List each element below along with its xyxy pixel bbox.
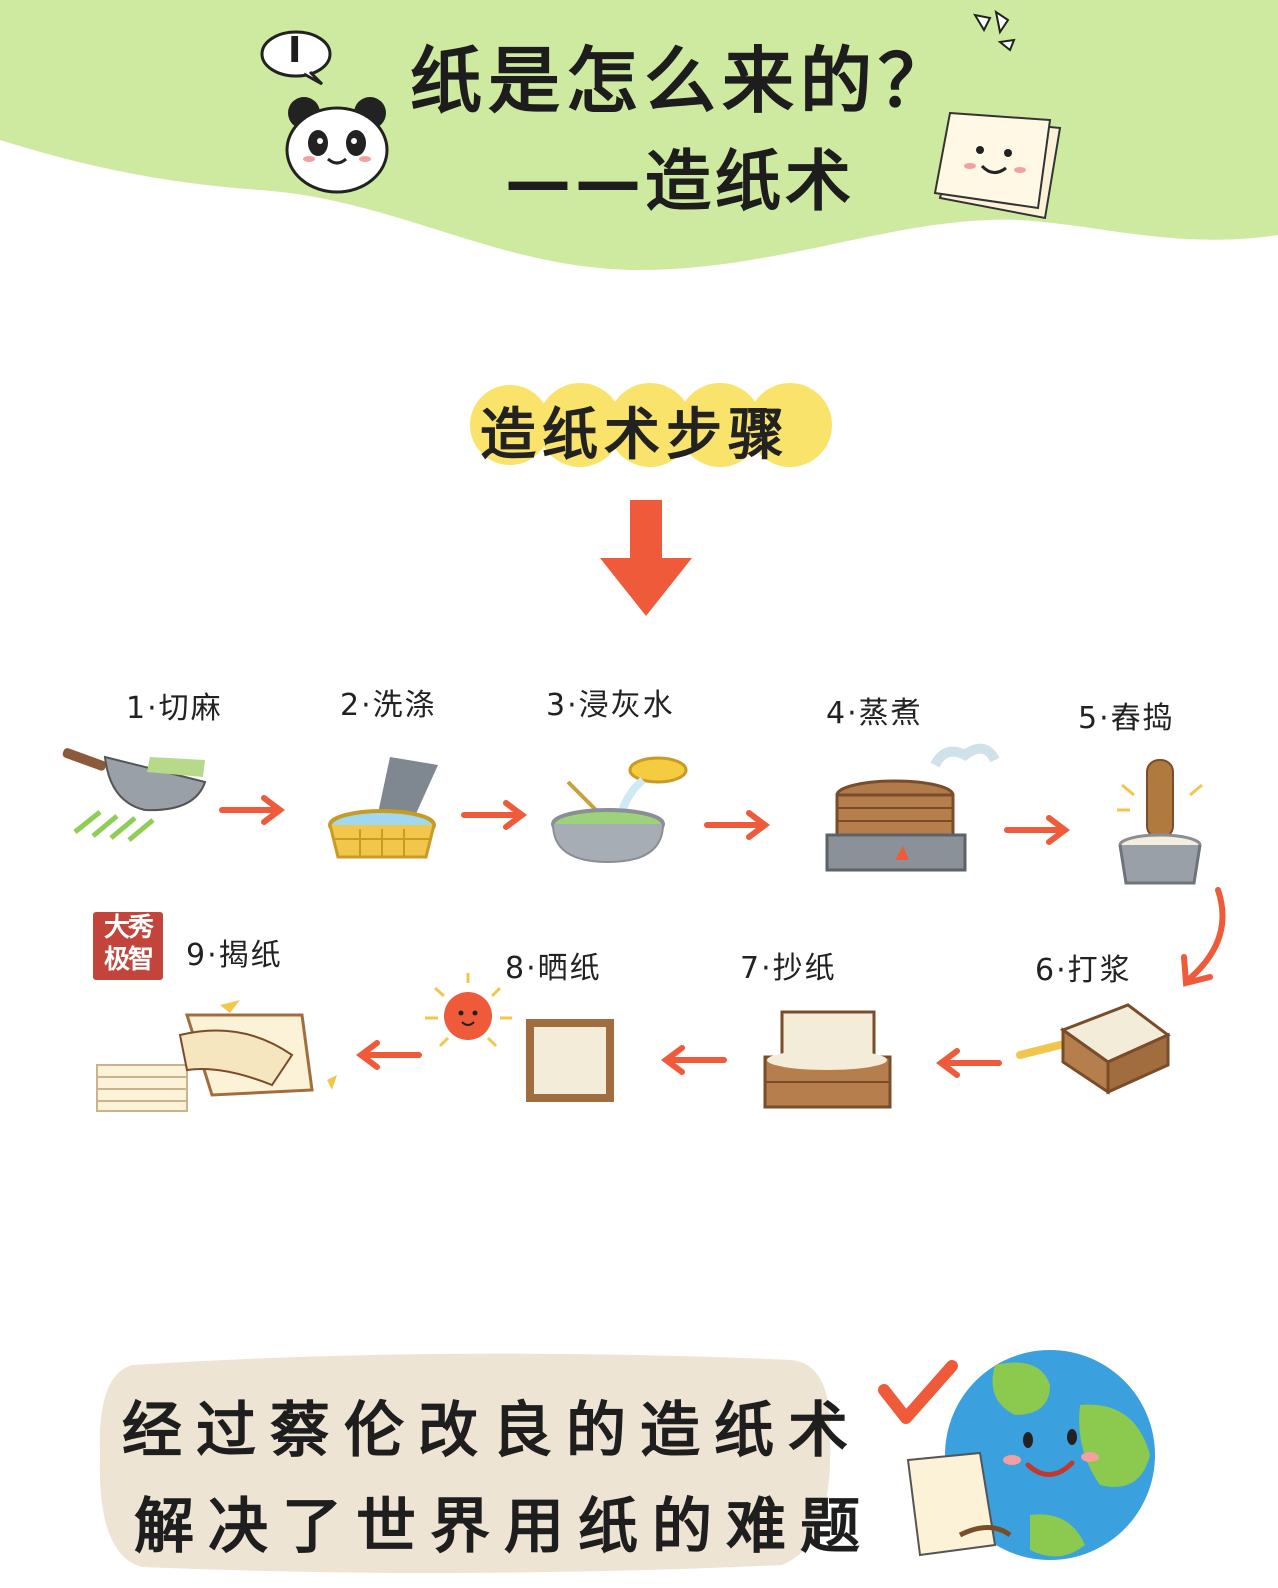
steamer-stove-icon <box>825 743 1000 872</box>
arrow-right-icon <box>1004 815 1070 845</box>
step-2-label: 2·洗涤 <box>340 688 437 723</box>
arrow-right-icon <box>704 810 770 840</box>
seal-line-2: 极智 <box>103 945 154 975</box>
step-4-label: 4·蒸煮 <box>826 696 923 731</box>
step-3-label: 3·浸灰水 <box>546 688 675 723</box>
speech-bubble-icon <box>260 30 332 86</box>
bottom-line-1: 经过蔡伦改良的造纸术 <box>122 1396 862 1466</box>
bottom-note-box <box>99 1353 831 1574</box>
step-5-label: 5·舂捣 <box>1078 701 1175 736</box>
bottom-line-2: 解决了世界用纸的难题 <box>134 1492 874 1562</box>
smiling-paper-icon <box>933 111 1062 220</box>
knife-cutting-hemp-icon <box>62 748 207 842</box>
arrow-left-icon <box>661 1045 727 1075</box>
paper-mould-icon <box>763 1010 892 1109</box>
washing-tub-icon <box>328 757 438 859</box>
step-6-label: 6·打浆 <box>1035 953 1132 988</box>
steps-heading: 造纸术步骤 <box>480 403 790 468</box>
step-1-label: 1·切麻 <box>126 691 223 726</box>
arrow-left-icon <box>356 1040 422 1070</box>
step-8-label: 8·晒纸 <box>505 951 602 986</box>
step-9-label: 9·揭纸 <box>186 938 283 973</box>
seal-line-1: 大秀 <box>103 913 154 943</box>
checkmark-icon <box>878 1360 958 1424</box>
badge-text: I <box>288 30 302 71</box>
lime-water-pot-icon <box>551 756 688 864</box>
arrow-right-icon <box>219 795 285 825</box>
arrow-left-icon <box>936 1048 1002 1078</box>
sun-drying-icon <box>425 973 614 1102</box>
sparkle-icon <box>972 9 1016 52</box>
page-title: 纸是怎么来的？ <box>410 39 957 123</box>
steps-heading-highlight <box>470 383 832 467</box>
pulp-box-icon <box>1016 1003 1171 1095</box>
pestle-mortar-icon <box>1117 759 1203 885</box>
down-arrow-icon <box>600 500 692 616</box>
curved-arrow-icon <box>1181 887 1226 987</box>
paper-stack-icon <box>96 1000 337 1112</box>
step-7-label: 7·抄纸 <box>740 951 837 986</box>
panda-icon <box>285 97 389 194</box>
page-subtitle: ——造纸术 <box>505 143 855 220</box>
seal-stamp: 大秀 极智 <box>93 912 163 980</box>
earth-icon <box>906 1350 1155 1560</box>
arrow-right-icon <box>461 800 527 830</box>
